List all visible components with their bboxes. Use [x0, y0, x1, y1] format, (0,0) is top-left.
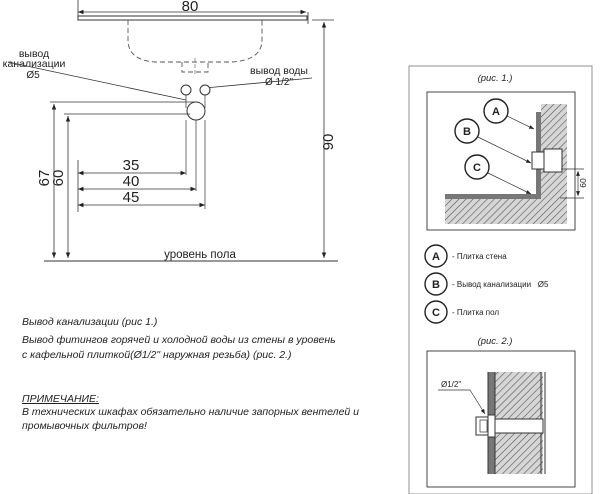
legend-letter-a: A — [432, 251, 440, 263]
svg-text:B: B — [463, 126, 471, 138]
legend-text-a: - Плитка стена — [452, 252, 507, 261]
basin-bowl — [127, 20, 263, 63]
dimension-67: 67 — [36, 170, 53, 187]
dimension-40: 40 — [123, 173, 140, 190]
floor-level-label: уровень пола — [164, 249, 236, 261]
fig2-dim-label: Ø1/2" — [441, 380, 461, 389]
detail-panel: (рис. 1.) 60 A B C A - Плитка стена — [408, 65, 593, 494]
callout-c — [464, 154, 490, 180]
drain-outlet — [186, 101, 206, 121]
legend-letter-c: C — [432, 307, 440, 319]
water-note-line2: с кафельной плиткой(Ø1/2" наружная резьб… — [22, 349, 292, 361]
water-label-line2: Ø 1/2" — [265, 77, 293, 88]
legend-letter-b: B — [432, 279, 440, 291]
remark-line2: промывочных фильтров! — [22, 420, 147, 432]
water-fitting-right — [199, 84, 211, 96]
svg-text:C: C — [473, 162, 481, 174]
floor-hatch — [445, 199, 541, 224]
basin-drawing: 80 вывод канализации Ø5 вывод воды Ø 1/2… — [3, 0, 338, 262]
water-label-line1: вывод воды — [250, 65, 308, 77]
callout-a — [483, 98, 509, 124]
fig1-caption: (рис. 1.) — [478, 73, 513, 84]
remark-title: ПРИМЕЧАНИЕ: — [22, 393, 99, 405]
callout-b — [454, 118, 480, 144]
legend-text-b: - Вывод канализации Ø5 — [452, 280, 549, 289]
dimension-45: 45 — [123, 189, 140, 206]
legend: A - Плитка стена B - Вывод канализации Ø… — [424, 244, 549, 324]
width-dimension: 80 — [182, 0, 199, 15]
drain-label-line3: Ø5 — [26, 70, 40, 81]
water-fitting-left — [180, 84, 192, 96]
drain-note: Вывод канализации (рис 1.) — [22, 316, 158, 328]
drain-label-line2: канализации — [3, 58, 66, 70]
fig2-caption: (рис. 2.) — [478, 336, 513, 347]
water-note-line1: Вывод фитингов горячей и холодной воды и… — [22, 334, 336, 346]
fig1-dim-60: 60 — [578, 178, 588, 188]
legend-text-c: - Плитка пол — [452, 308, 499, 317]
dimension-60: 60 — [50, 170, 67, 187]
svg-text:A: A — [492, 106, 500, 118]
height-dimension: 90 — [320, 134, 337, 151]
dimension-35: 35 — [123, 157, 140, 174]
basin-slab — [77, 15, 308, 21]
remark-line1: В технических шкафах обязательно наличие… — [22, 406, 359, 418]
drain-label-line1: вывод — [19, 48, 49, 60]
